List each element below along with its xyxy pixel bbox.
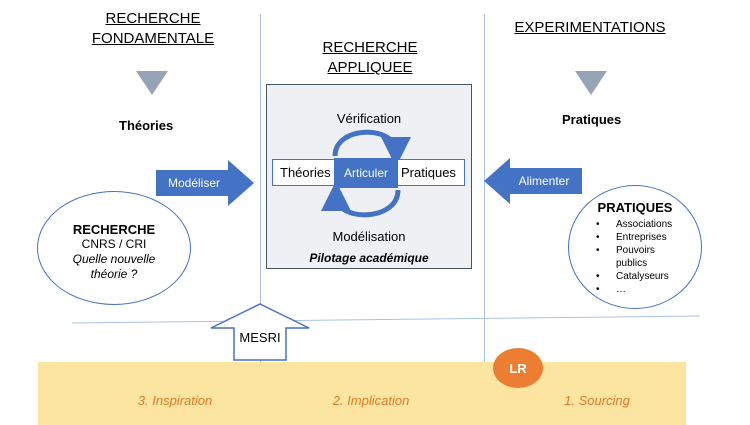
label-verification: Vérification xyxy=(336,111,402,126)
label-theories: Théories xyxy=(119,118,174,133)
left-arrow-icon xyxy=(484,158,582,204)
arrow-label-modeliser: Modéliser xyxy=(167,176,221,190)
band-label-implication: 2. Implication xyxy=(332,393,410,408)
research-circle-line2: Quelle nouvelle xyxy=(72,252,156,266)
band-label-sourcing: 1. Sourcing xyxy=(564,393,630,408)
practices-item: Associations xyxy=(594,218,672,231)
column-divider-left xyxy=(260,14,261,425)
label-modelisation: Modélisation xyxy=(332,229,406,244)
practices-item: Catalyseurs xyxy=(594,270,672,283)
articuler-label: Articuler xyxy=(334,158,398,188)
research-circle-text: RECHERCHE CNRS / CRI Quelle nouvelle thé… xyxy=(37,222,191,282)
band-label-inspiration: 3. Inspiration xyxy=(137,393,213,408)
column-title-fundamental-line1: RECHERCHE xyxy=(105,10,201,27)
label-pilotage: Pilotage académique xyxy=(309,251,429,265)
up-arrow-icon xyxy=(210,303,310,361)
row-word-theories: Théories xyxy=(280,165,331,180)
right-arrow-icon xyxy=(156,160,254,206)
research-circle-line1: CNRS / CRI xyxy=(81,237,147,251)
column-divider-right xyxy=(484,14,485,425)
column-title-fundamental-line2: FONDAMENTALE xyxy=(91,30,215,47)
practices-item: … xyxy=(594,283,672,296)
column-title-applied-line1: RECHERCHE xyxy=(322,39,418,56)
practices-item: Entreprises xyxy=(594,231,672,244)
lr-badge: LR xyxy=(493,348,543,388)
research-circle-line3: théorie ? xyxy=(90,267,138,281)
down-triangle-icon-right xyxy=(575,71,607,95)
column-title-applied-line2: APPLIQUEE xyxy=(327,59,413,76)
research-circle xyxy=(37,191,191,305)
down-triangle-icon-left xyxy=(136,71,168,95)
column-title-applied: RECHERCHE APPLIQUEE xyxy=(300,38,440,78)
research-circle-title: RECHERCHE xyxy=(72,222,156,237)
practices-item: Pouvoirs publics xyxy=(594,244,666,270)
label-pratiques: Pratiques xyxy=(562,112,622,127)
arrow-label-mesri: MESRI xyxy=(239,330,281,345)
phase-band xyxy=(38,362,686,425)
row-word-pratiques: Pratiques xyxy=(401,165,456,180)
arrow-label-alimenter: Alimenter xyxy=(518,174,570,188)
practices-list: Associations Entreprises Pouvoirs public… xyxy=(594,218,672,296)
column-title-experimentations: EXPERIMENTATIONS xyxy=(514,19,666,36)
practices-circle-title: PRATIQUES xyxy=(597,200,673,215)
column-title-fundamental: RECHERCHE FONDAMENTALE xyxy=(83,9,223,49)
